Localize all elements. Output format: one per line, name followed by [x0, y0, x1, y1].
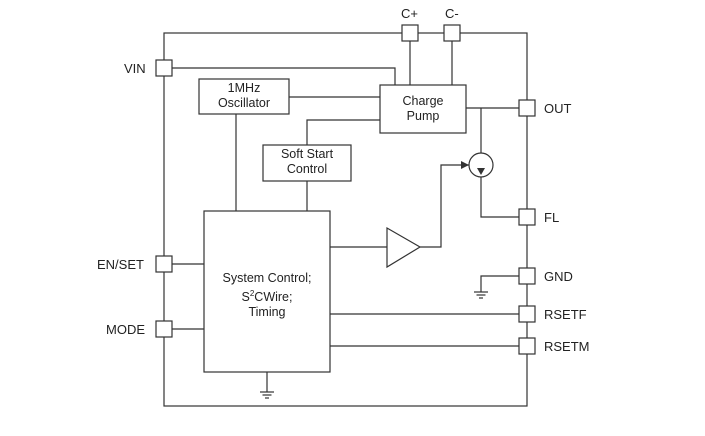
system-control-line2: S2CWire; [204, 286, 330, 305]
system-control-cwire: CWire; [254, 290, 293, 305]
system-control-s: S [241, 290, 250, 305]
charge-pump-line2: Pump [406, 109, 440, 123]
pin-fl [518, 208, 536, 226]
soft-start-line1: Soft Start [280, 147, 334, 161]
pin-enset [155, 255, 173, 273]
pin-label-rsetf: RSETF [544, 307, 587, 322]
pin-label-cplus: C+ [401, 6, 418, 21]
wire-cs-fl [480, 177, 520, 218]
arrow-current-source [477, 168, 485, 175]
wire-vin [171, 67, 396, 85]
amplifier-triangle [386, 226, 422, 269]
system-control-block [203, 210, 331, 373]
pin-label-mode: MODE [106, 322, 145, 337]
soft-start-label: Soft Start Control [263, 147, 351, 177]
wire-cp-ss [306, 119, 380, 145]
pin-rsetm [518, 337, 536, 355]
wire-amp-cs [420, 164, 469, 248]
pin-gnd [518, 267, 536, 285]
arrow-to-current-source [461, 161, 469, 169]
pin-label-fl: FL [544, 210, 560, 225]
pin-label-rsetm: RSETM [544, 339, 590, 354]
system-control-sup: 2 [249, 289, 255, 298]
pin-label-gnd: GND [544, 269, 573, 284]
system-control-label: System Control; S2CWire; Timing [204, 271, 330, 320]
pin-cminus [443, 24, 461, 42]
pin-label-out: OUT [544, 101, 572, 116]
charge-pump-label: Charge Pump [380, 94, 466, 124]
pin-label-cminus: C- [445, 6, 459, 21]
system-control-line3: Timing [248, 305, 286, 320]
pin-mode [155, 320, 173, 338]
soft-start-line2: Control [286, 162, 328, 176]
charge-pump-block [379, 84, 467, 134]
pin-label-enset: EN/SET [97, 257, 144, 272]
system-control-line1: System Control; [222, 271, 312, 285]
oscillator-label: 1MHz Oscillator [199, 81, 289, 111]
oscillator-block [198, 78, 290, 115]
pin-label-vin: VIN [124, 61, 146, 76]
pin-cplus [401, 24, 419, 42]
oscillator-line1: 1MHz [227, 81, 261, 95]
pin-vin [155, 59, 173, 77]
wire-gnd [480, 275, 520, 292]
soft-start-block [262, 144, 352, 182]
charge-pump-line1: Charge [402, 94, 444, 108]
oscillator-line2: Oscillator [217, 96, 271, 110]
pin-out [518, 99, 536, 117]
pin-rsetf [518, 305, 536, 323]
